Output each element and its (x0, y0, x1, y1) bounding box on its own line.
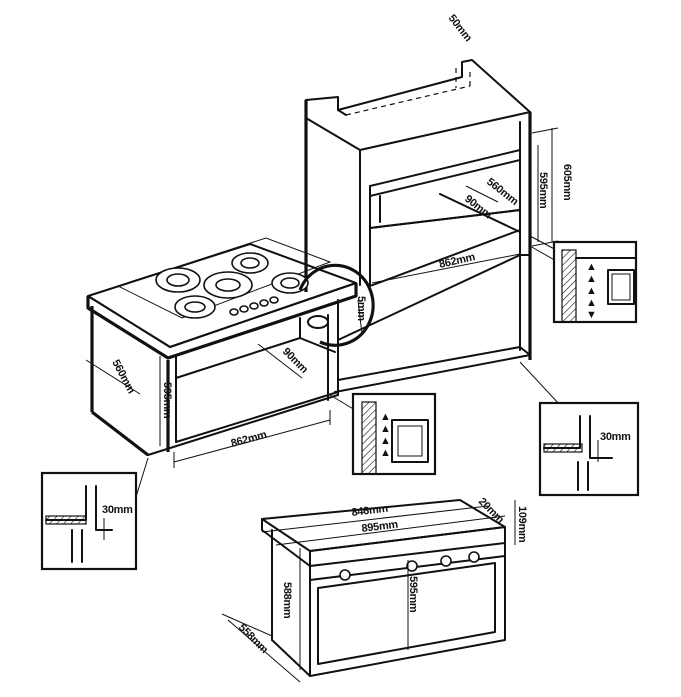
dim-tall-width: 862mm (438, 251, 477, 271)
svg-text:▲: ▲ (380, 447, 391, 459)
detail-vent-upper: ▲ ▲ ▲ ▲ ▼ (529, 235, 638, 324)
dim-tall-depth: 560mm (484, 176, 520, 208)
dim-hob-gap: 5mm (355, 296, 367, 321)
detail-vent-lower: ▲ ▲ ▲ ▲ (329, 392, 437, 476)
dim-oven-depth: 558mm (236, 622, 271, 657)
dim-oven-front-height: 595mm (407, 576, 419, 613)
svg-text:▲: ▲ (380, 435, 391, 447)
dim-oven-outer-width: 895mm (361, 519, 399, 535)
dim-oven-body-height: 588mm (281, 582, 293, 619)
hob-burners (155, 252, 309, 319)
detail-plinth-right (519, 361, 640, 497)
dim-oven-inner-width: 846mm (351, 503, 389, 519)
svg-text:▲: ▲ (380, 423, 391, 435)
svg-text:▼: ▼ (586, 309, 597, 321)
dim-base-back-gap: 90mm (280, 346, 310, 376)
detail-plinth-left (40, 457, 149, 571)
airflow-arrows: ▲ ▲ ▲ ▲ ▼ (586, 261, 597, 321)
tall-cabinet (304, 59, 559, 393)
svg-text:▲: ▲ (586, 297, 597, 309)
dim-oven-panel-height: 109mm (516, 506, 528, 543)
dim-tall-total-height: 605mm (561, 164, 573, 201)
airflow-arrows: ▲ ▲ ▲ ▲ (380, 411, 391, 459)
dim-base-height: 595mm (161, 382, 173, 419)
dim-base-width: 862mm (230, 429, 269, 450)
dim-plinth-left: 30mm (102, 504, 133, 516)
svg-text:▲: ▲ (586, 261, 597, 273)
dim-cabinet-top-gap: 50mm (446, 12, 475, 44)
svg-text:▲: ▲ (380, 411, 391, 423)
dim-plinth-right: 30mm (600, 431, 631, 443)
oven-knobs (339, 551, 480, 581)
control-knobs (229, 296, 279, 316)
base-cabinet (85, 237, 375, 468)
oven (221, 499, 516, 683)
dim-oven-panel-depth: 20mm (476, 496, 506, 526)
svg-text:▲: ▲ (586, 285, 597, 297)
dim-tall-opening-height: 595mm (537, 172, 549, 209)
svg-text:▲: ▲ (586, 273, 597, 285)
